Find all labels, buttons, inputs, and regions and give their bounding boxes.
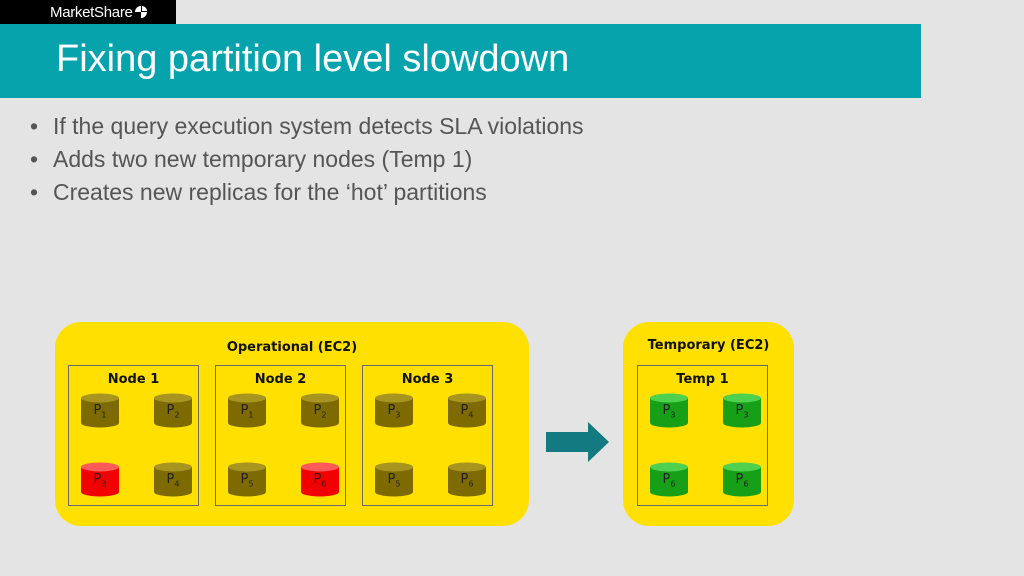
partition-hot-cylinder: P3 [80,462,120,498]
bullet-item: •Creates new replicas for the ‘hot’ part… [30,179,487,205]
partition-replica-cylinder: P6 [722,462,762,498]
partition-label: P2 [313,403,327,420]
cylinder-icon [154,393,192,428]
logo-text: MarketShare [50,3,133,21]
partition-label: P1 [93,403,107,420]
partition-normal-cylinder: P2 [300,393,340,429]
cylinder-icon [723,462,761,497]
partition-replica-cylinder: P6 [649,462,689,498]
partition-label: P5 [240,472,254,489]
partition-label: P6 [313,472,327,489]
node-label: Node 1 [107,372,160,387]
partition-hot-cylinder: P6 [300,462,340,498]
bullet-item: •Adds two new temporary nodes (Temp 1) [30,146,473,172]
partition-normal-cylinder: P6 [447,462,487,498]
partition-label: P6 [460,472,474,489]
operational-label: Operational (EC2) [226,340,358,355]
partition-label: P6 [662,472,676,489]
cylinder-icon [375,462,413,497]
temporary-label: Temporary (EC2) [647,338,770,353]
partition-normal-cylinder: P5 [227,462,267,498]
partition-label: P5 [387,472,401,489]
cylinder-icon [650,393,688,428]
title-band: Fixing partition level slowdown [0,24,921,98]
cylinder-icon [81,393,119,428]
bullet-list: •If the query execution system detects S… [30,110,584,209]
cylinder-icon [448,462,486,497]
node-label: Node 2 [254,372,307,387]
cylinder-icon [154,462,192,497]
partition-normal-cylinder: P4 [153,462,193,498]
partition-normal-cylinder: P4 [447,393,487,429]
partition-label: P2 [166,403,180,420]
cylinder-icon [228,462,266,497]
cylinder-icon [448,393,486,428]
partition-replica-cylinder: P3 [722,393,762,429]
partition-label: P3 [387,403,401,420]
brand-logo: MarketShare [0,0,176,24]
arrow-right-icon [546,422,609,462]
partition-label: P3 [662,403,676,420]
slide-title: Fixing partition level slowdown [56,38,570,80]
partition-label: P6 [735,472,749,489]
logo-mark-icon [134,6,147,18]
bullet-item: •If the query execution system detects S… [30,113,584,139]
cylinder-icon [301,462,339,497]
node-label: Node 3 [401,372,454,387]
partition-label: P3 [93,472,107,489]
cylinder-icon [81,462,119,497]
node-label: Temp 1 [676,372,729,387]
partition-label: P4 [166,472,180,489]
partition-label: P4 [460,403,474,420]
cylinder-icon [228,393,266,428]
partition-normal-cylinder: P1 [227,393,267,429]
partition-normal-cylinder: P3 [374,393,414,429]
cylinder-icon [301,393,339,428]
partition-label: P3 [735,403,749,420]
partition-replica-cylinder: P3 [649,393,689,429]
partition-normal-cylinder: P2 [153,393,193,429]
partition-normal-cylinder: P1 [80,393,120,429]
cylinder-icon [650,462,688,497]
partition-label: P1 [240,403,254,420]
cylinder-icon [375,393,413,428]
cylinder-icon [723,393,761,428]
partition-normal-cylinder: P5 [374,462,414,498]
